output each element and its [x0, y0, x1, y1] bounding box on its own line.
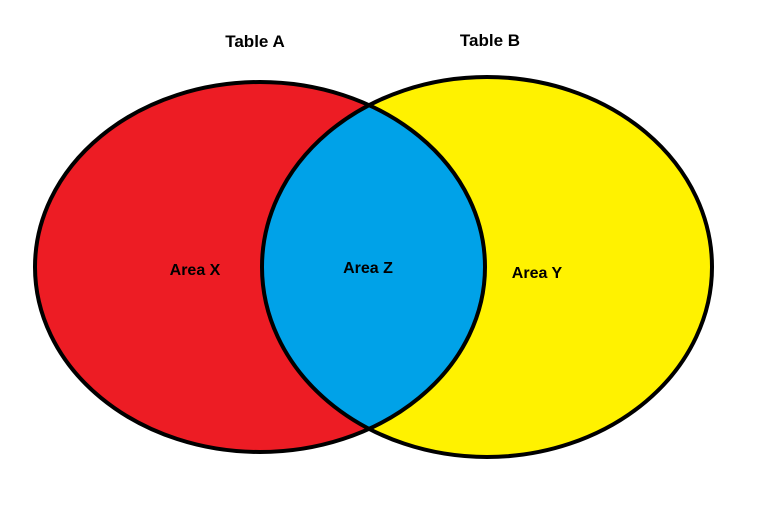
area-y-label: Area Y	[512, 265, 563, 282]
table-b-outline	[260, 75, 714, 459]
overlap-region	[262, 82, 485, 452]
area-z-label: Area Z	[343, 260, 393, 277]
table-a-outline	[33, 80, 487, 454]
table-a-title: Table A	[225, 32, 285, 51]
table-b-title: Table B	[460, 31, 520, 50]
area-x-label: Area X	[170, 262, 221, 279]
